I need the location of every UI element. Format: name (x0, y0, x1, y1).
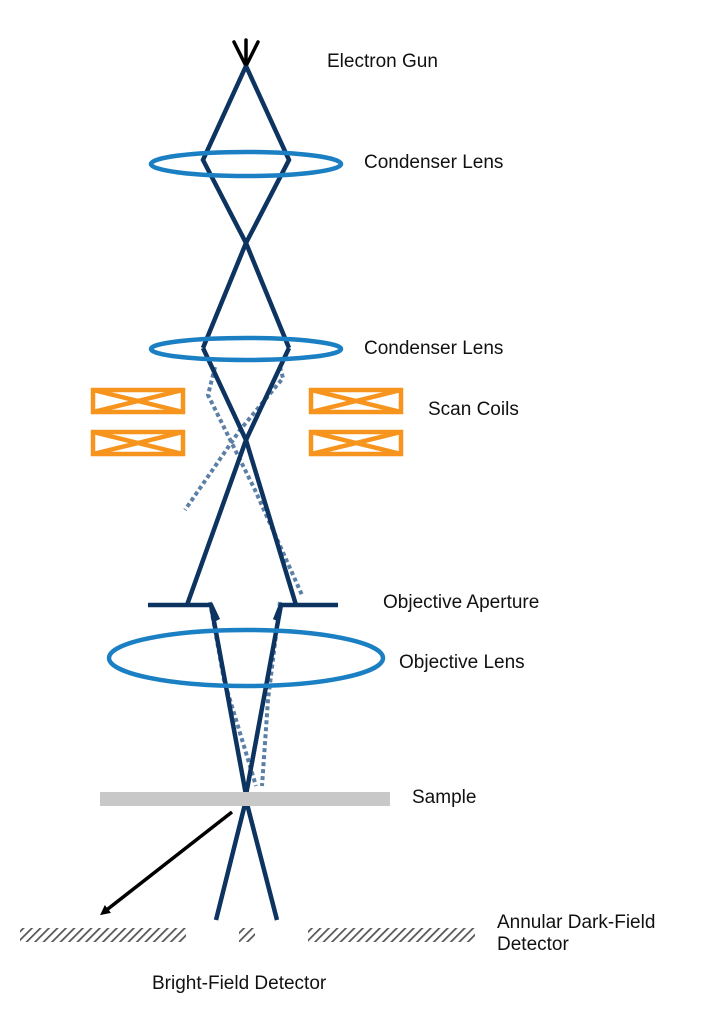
condenser-lens-2-label: Condenser Lens (364, 338, 504, 359)
scan-coil-right-top (308, 387, 404, 415)
sample-label: Sample (412, 787, 477, 808)
scattered-electron-arrow (100, 810, 234, 916)
bf-detector (239, 928, 255, 942)
scan-coils-label: Scan Coils (428, 399, 519, 420)
sample-plate (100, 792, 390, 806)
adf-detector-label: Annular Dark-Field Detector (497, 912, 656, 955)
electron-beam (184, 65, 299, 921)
scan-coil-right-bottom (308, 429, 404, 457)
objective-aperture-label: Objective Aperture (383, 592, 540, 613)
condenser-lens-2 (148, 335, 344, 363)
objective-lens (106, 627, 386, 689)
condenser-lens-1-label: Condenser Lens (364, 152, 504, 173)
condenser-lens-1 (148, 149, 344, 179)
bf-detector-label: Bright-Field Detector (152, 973, 327, 994)
electron-gun (232, 38, 260, 68)
electron-gun-label: Electron Gun (327, 51, 438, 72)
adf-detector-left (20, 928, 186, 942)
scan-coil-left-top (90, 387, 186, 415)
adf-detector-right (308, 928, 475, 942)
objective-lens-label: Objective Lens (399, 652, 525, 673)
objective-aperture (148, 602, 338, 621)
scan-coil-left-bottom (90, 429, 186, 457)
